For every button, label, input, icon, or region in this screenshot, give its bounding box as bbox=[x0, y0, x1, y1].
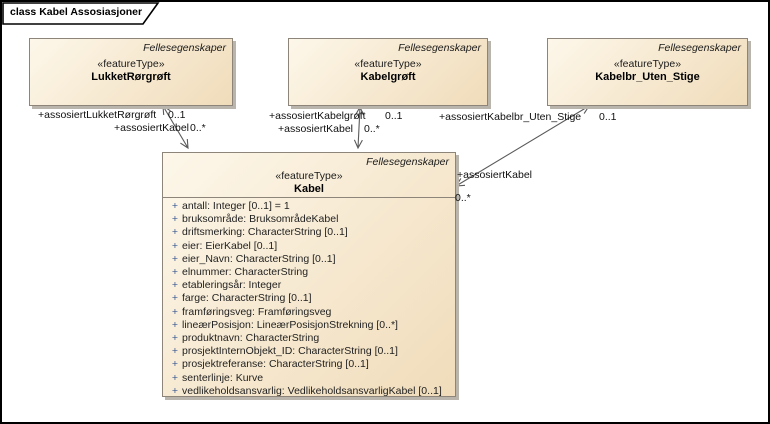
attribute-row: +farge: CharacterString [0..1] bbox=[163, 292, 455, 305]
assoc-role-label: +assosiertKabel bbox=[114, 122, 190, 134]
attribute-text: eier: EierKabel [0..1] bbox=[182, 239, 278, 252]
attribute-row: +prosjektInternObjekt_ID: CharacterStrin… bbox=[163, 345, 455, 358]
attribute-row: +driftsmerking: CharacterString [0..1] bbox=[163, 226, 455, 239]
assoc-cardinality-label: 0..1 bbox=[385, 110, 403, 122]
attribute-row: +etableringsår: Integer bbox=[163, 279, 455, 292]
visibility-plus-icon: + bbox=[171, 358, 179, 371]
assoc-role-label: +assosiertKabel bbox=[278, 123, 354, 135]
visibility-plus-icon: + bbox=[171, 279, 179, 292]
attribute-text: prosjektInternObjekt_ID: CharacterString… bbox=[182, 345, 398, 358]
attribute-row: +senterlinje: Kurve bbox=[163, 372, 455, 385]
attribute-row: +lineærPosisjon: LineærPosisjonStrekning… bbox=[163, 319, 455, 332]
attribute-row: +vedlikeholdsansvarlig: Vedlikeholdsansv… bbox=[163, 385, 455, 396]
assoc-role-label: +assosiertKabelgrøft bbox=[269, 110, 366, 122]
assoc-cardinality-label: 0..1 bbox=[599, 111, 617, 123]
visibility-plus-icon: + bbox=[171, 305, 179, 318]
attribute-text: eier_Navn: CharacterString [0..1] bbox=[182, 252, 336, 265]
class-name: Kabel bbox=[294, 183, 324, 195]
visibility-plus-icon: + bbox=[171, 384, 179, 396]
assoc-role-label: +assosiertKabel bbox=[457, 169, 533, 181]
visibility-plus-icon: + bbox=[171, 345, 179, 358]
assoc-cardinality-label: 0..1 bbox=[168, 109, 186, 121]
class-name: LukketRørgrøft bbox=[91, 71, 171, 83]
class-box-lukketrorgroft[interactable]: Fellesegenskaper «featureType» LukketRør… bbox=[29, 38, 233, 106]
visibility-plus-icon: + bbox=[171, 252, 179, 265]
class-meta-label: Fellesegenskaper bbox=[366, 156, 449, 168]
diagram-title: class Kabel Assosiasjoner bbox=[10, 6, 143, 18]
class-stereotype: «featureType» bbox=[275, 170, 343, 182]
attribute-row: +framføringsveg: Framføringsveg bbox=[163, 306, 455, 319]
assoc-cardinality-label: 0..* bbox=[190, 122, 206, 134]
class-meta-label: Fellesegenskaper bbox=[143, 42, 226, 54]
attribute-text: bruksområde: BruksområdeKabel bbox=[182, 213, 339, 226]
attribute-row: +prosjektreferanse: CharacterString [0..… bbox=[163, 358, 455, 371]
class-box-kabel[interactable]: Fellesegenskaper «featureType» Kabel +an… bbox=[162, 152, 456, 397]
attribute-text: senterlinje: Kurve bbox=[182, 371, 264, 384]
attribute-text: farge: CharacterString [0..1] bbox=[182, 292, 312, 305]
class-meta-label: Fellesegenskaper bbox=[658, 42, 741, 54]
attribute-text: framføringsveg: Framføringsveg bbox=[182, 305, 332, 318]
class-box-kabelbr-uten-stige[interactable]: Fellesegenskaper «featureType» Kabelbr_U… bbox=[547, 38, 748, 106]
assoc-role-label: +assosiertLukketRørgrøft bbox=[38, 109, 157, 121]
attribute-text: etableringsår: Integer bbox=[182, 279, 282, 292]
attribute-text: antall: Integer [0..1] = 1 bbox=[182, 200, 290, 212]
attribute-text: elnummer: CharacterString bbox=[182, 266, 309, 279]
assoc-cardinality-label: 0..* bbox=[364, 123, 380, 135]
assoc-role-label: +assosiertKabelbr_Uten_Stige bbox=[439, 111, 582, 123]
attribute-text: driftsmerking: CharacterString [0..1] bbox=[182, 226, 348, 239]
attribute-row: +bruksområde: BruksområdeKabel bbox=[163, 213, 455, 226]
visibility-plus-icon: + bbox=[171, 371, 179, 384]
class-stereotype: «featureType» bbox=[613, 58, 682, 70]
visibility-plus-icon: + bbox=[171, 213, 179, 226]
attribute-text: lineærPosisjon: LineærPosisjonStrekning … bbox=[182, 318, 398, 331]
visibility-plus-icon: + bbox=[171, 318, 179, 331]
attribute-row: +produktnavn: CharacterString bbox=[163, 332, 455, 345]
attribute-row: +antall: Integer [0..1] = 1 bbox=[163, 200, 455, 213]
class-name: Kabelbr_Uten_Stige bbox=[595, 71, 700, 83]
class-meta-label: Fellesegenskaper bbox=[398, 42, 481, 54]
assoc-cardinality-label: 0..* bbox=[455, 192, 471, 204]
visibility-plus-icon: + bbox=[171, 332, 179, 345]
attribute-text: produktnavn: CharacterString bbox=[182, 332, 320, 345]
attribute-row: +eier: EierKabel [0..1] bbox=[163, 240, 455, 253]
class-box-kabelgroft[interactable]: Fellesegenskaper «featureType» Kabelgrøf… bbox=[288, 38, 488, 106]
visibility-plus-icon: + bbox=[171, 292, 179, 305]
attribute-row: +eier_Navn: CharacterString [0..1] bbox=[163, 253, 455, 266]
visibility-plus-icon: + bbox=[171, 226, 179, 239]
attribute-text: prosjektreferanse: CharacterString [0..1… bbox=[182, 358, 369, 371]
class-stereotype: «featureType» bbox=[97, 58, 165, 70]
visibility-plus-icon: + bbox=[171, 200, 179, 212]
class-name: Kabelgrøft bbox=[360, 71, 416, 83]
attribute-row: +elnummer: CharacterString bbox=[163, 266, 455, 279]
attribute-text: vedlikeholdsansvarlig: Vedlikeholdsansva… bbox=[182, 384, 442, 396]
class-stereotype: «featureType» bbox=[354, 58, 422, 70]
kabel-attribute-compartment: +antall: Integer [0..1] = 1 +bruksområde… bbox=[163, 197, 455, 396]
visibility-plus-icon: + bbox=[171, 239, 179, 252]
visibility-plus-icon: + bbox=[171, 266, 179, 279]
